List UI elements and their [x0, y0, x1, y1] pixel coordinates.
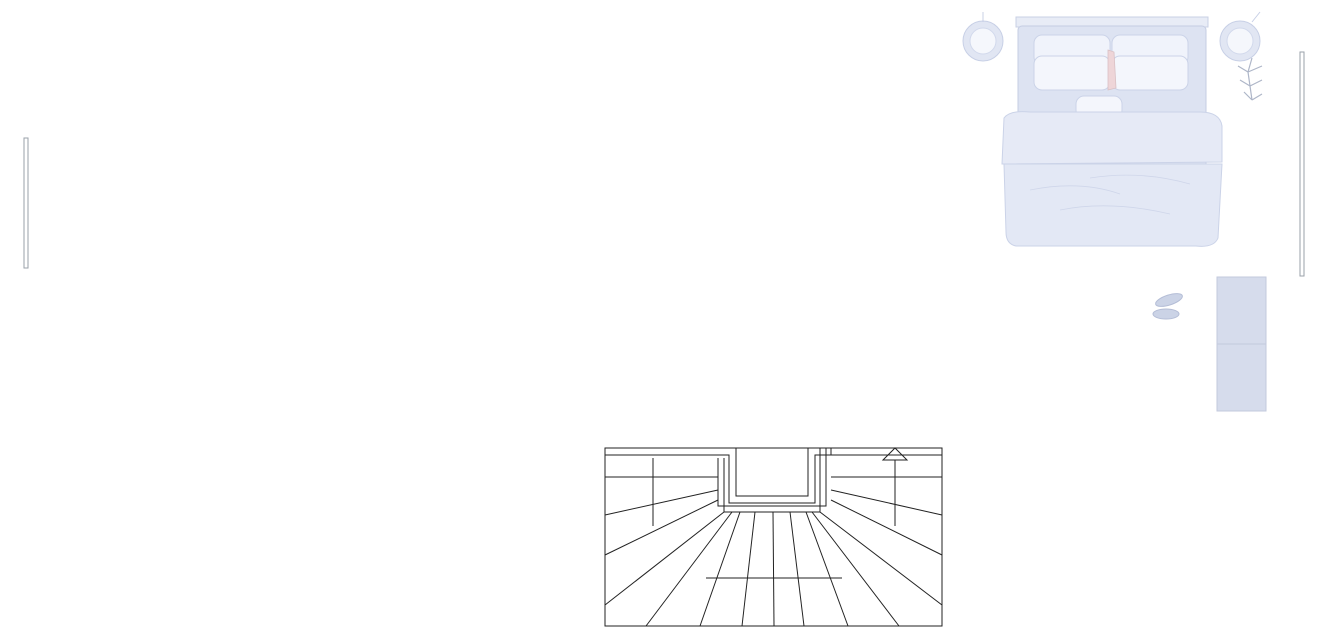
lamp-icon [962, 12, 1004, 62]
arrow-up-icon [881, 447, 909, 461]
blanket [1001, 111, 1223, 247]
plant-icon [1237, 57, 1263, 101]
slippers [1152, 293, 1183, 320]
pillows [1033, 34, 1189, 119]
stairs [604, 447, 943, 627]
bed [1001, 16, 1223, 247]
wardrobe [1216, 276, 1267, 412]
lamp-icon [1219, 11, 1261, 62]
left-wall-panel [23, 137, 29, 269]
right-wall-panel [1299, 51, 1305, 277]
